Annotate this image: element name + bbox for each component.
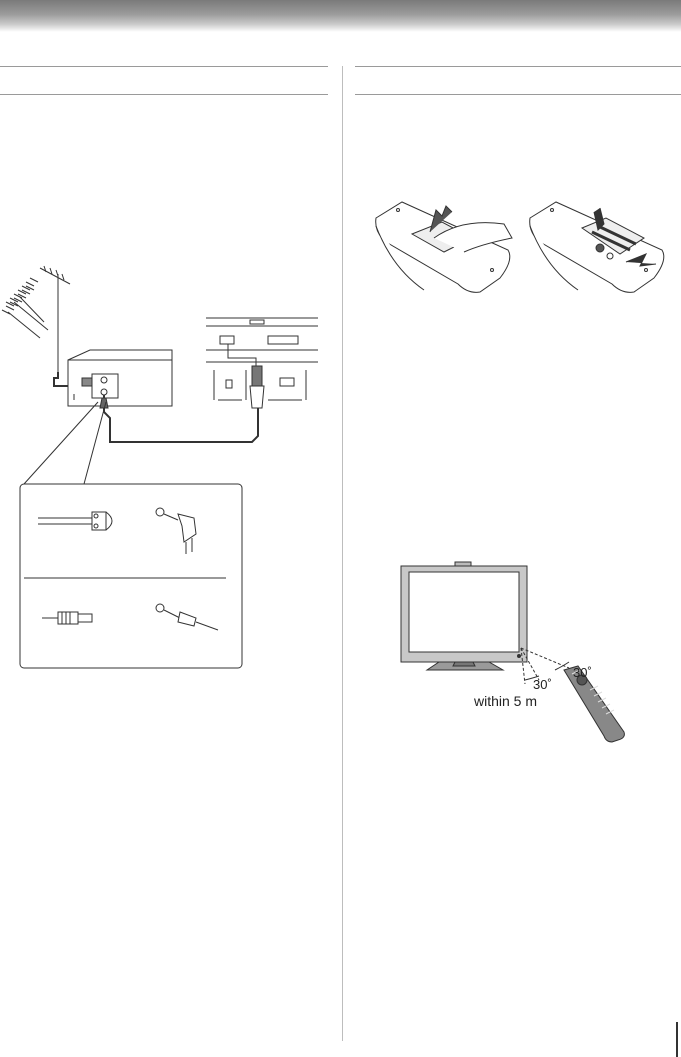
angle-label-right: 30˚ bbox=[573, 665, 592, 680]
left-column-rule-top bbox=[0, 66, 328, 67]
angle-label-left: 30˚ bbox=[533, 677, 552, 692]
right-column-rule-top bbox=[355, 66, 681, 67]
remote-battery-left-illustration bbox=[375, 201, 513, 293]
range-distance-label: within 5 m bbox=[474, 693, 538, 709]
tv-back-panel-icon bbox=[206, 317, 318, 409]
page-edge-mark bbox=[676, 1022, 678, 1057]
antenna-connection-diagram bbox=[1, 265, 318, 669]
column-divider bbox=[342, 66, 343, 1041]
header-band bbox=[0, 0, 681, 32]
left-column-rule-bottom bbox=[0, 94, 328, 95]
remote-battery-right-illustration bbox=[529, 201, 665, 293]
coaxial-cable-icon bbox=[38, 507, 219, 631]
vcr-icon bbox=[67, 349, 173, 407]
antenna-icon bbox=[1, 265, 71, 372]
right-column-rule-bottom bbox=[355, 94, 681, 95]
remote-control-icon bbox=[563, 665, 625, 743]
remote-range-diagram bbox=[520, 647, 570, 685]
television-icon bbox=[400, 561, 528, 671]
